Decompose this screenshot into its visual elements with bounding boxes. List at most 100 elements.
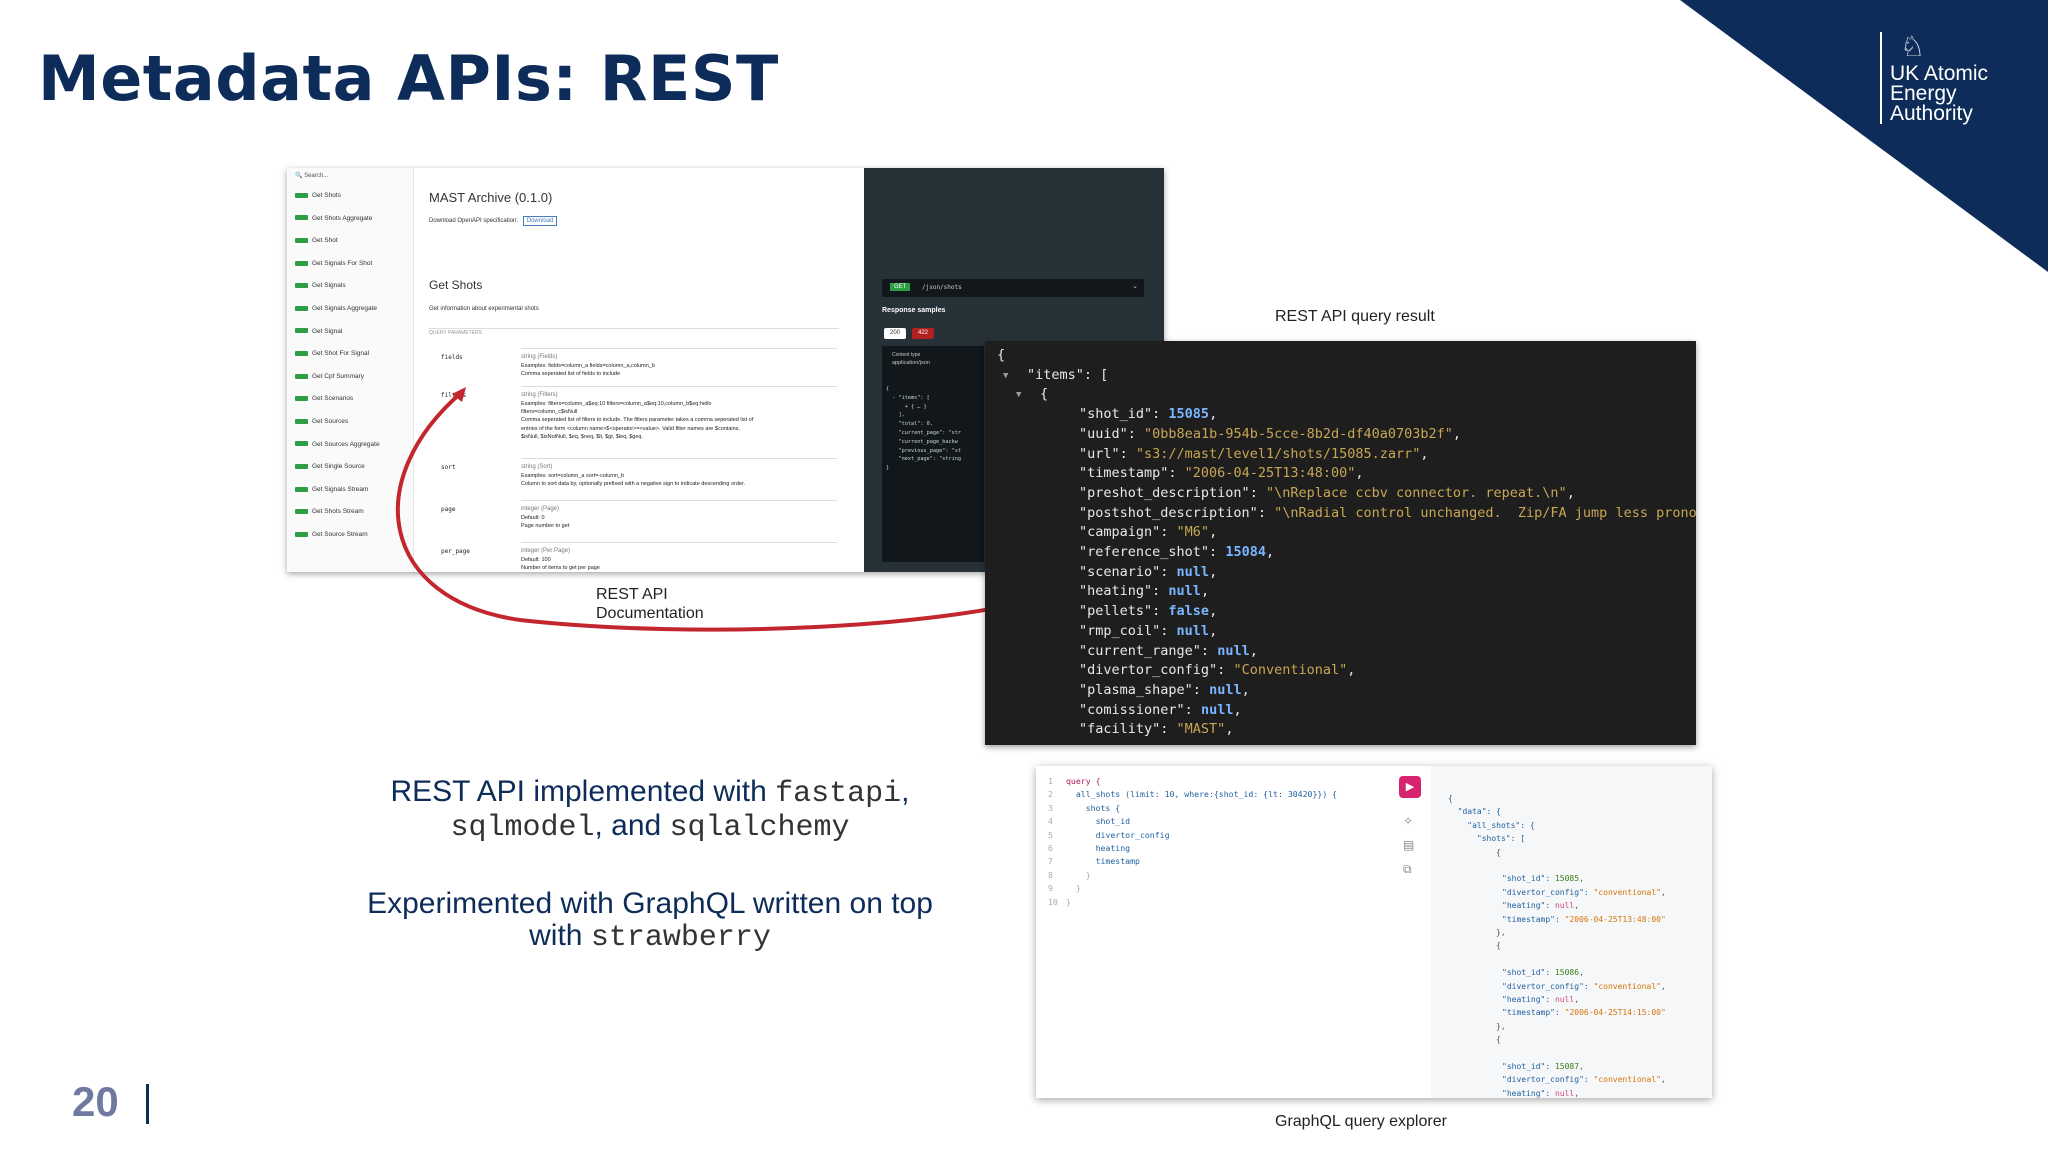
result-line: "heating": null,: [1502, 995, 1580, 1004]
param-desc: Number of items to get per page: [521, 565, 600, 572]
sidebar-item[interactable]: Get Source Stream: [295, 531, 368, 538]
docs-title: MAST Archive (0.1.0): [429, 190, 553, 205]
sidebar-item[interactable]: Get Shot: [295, 237, 338, 244]
param-desc: Column to sort data by, optionally prefi…: [521, 481, 746, 488]
sidebar-item[interactable]: Get Sources: [295, 418, 348, 425]
json-line: "url": "s3://mast/level1/shots/15085.zar…: [1079, 445, 1429, 462]
json-line: "uuid": "0bb8ea1b-954b-5cce-8b2d-df40a07…: [1079, 425, 1462, 442]
copy-icon[interactable]: ⧉: [1403, 862, 1412, 876]
sidebar-item-label: Get Signals For Shot: [312, 259, 373, 267]
sample-line: {: [886, 386, 890, 392]
get-badge: [295, 441, 308, 447]
json-key: "current_range": [1079, 642, 1201, 659]
json-key: "rmp_coil": [1079, 622, 1161, 639]
sidebar-item[interactable]: Get Shots Stream: [295, 508, 364, 515]
param-desc: Comma seperated list of fields to includ…: [521, 371, 621, 378]
page-number-divider: [146, 1084, 149, 1124]
sidebar-item[interactable]: Get Signals Stream: [295, 486, 368, 493]
sample-line: }: [886, 465, 890, 472]
docs-caption: REST API Documentation: [596, 586, 704, 622]
json-line: "scenario": null,: [1079, 563, 1218, 580]
sidebar-item[interactable]: Get Single Source: [295, 463, 365, 470]
json-key: "pellets": [1079, 603, 1153, 620]
sidebar-item[interactable]: Get Shots: [295, 192, 341, 199]
result-line: "timestamp": "2006-04-25T14:15:00": [1502, 1008, 1666, 1018]
endpoint-bar[interactable]: GET /json/shots ⌄: [882, 279, 1144, 297]
sidebar-item[interactable]: Get Signals: [295, 282, 346, 289]
sidebar-item[interactable]: Get Shots Aggregate: [295, 215, 372, 222]
get-badge: [295, 509, 308, 515]
sidebar-item[interactable]: Get Signals For Shot: [295, 260, 372, 267]
get-badge: [295, 531, 308, 537]
sample-line: "current_page_backw: [886, 438, 958, 445]
json-key: "uuid": [1079, 425, 1128, 442]
json-line: "postshot_description": "\nRadial contro…: [1079, 505, 1696, 521]
result-line: },: [1496, 928, 1506, 937]
json-key: "shot_id": [1079, 406, 1153, 423]
docs-search-input[interactable]: 🔍 Search...: [295, 173, 329, 179]
param-type: string (Fields): [521, 354, 558, 360]
query-line: timestamp: [1066, 856, 1140, 867]
json-key: "comissioner": [1079, 701, 1185, 718]
sidebar-item-label: Get Scenarios: [312, 395, 354, 403]
get-badge: [295, 283, 308, 289]
result-value: "2006-04-25T14:15:00": [1564, 1008, 1666, 1018]
logo-line-3: Authority: [1890, 102, 1973, 125]
result-line: "shot_id": 15085,: [1502, 874, 1584, 884]
param-name: per_page: [441, 548, 470, 555]
sidebar-item[interactable]: Get Shot For Signal: [295, 350, 369, 357]
sidebar-item[interactable]: Get Cpf Summary: [295, 373, 364, 380]
sidebar-item[interactable]: Get Scenarios: [295, 395, 353, 402]
sidebar-item-label: Get Signals Aggregate: [312, 305, 378, 312]
result-line: "data": {: [1448, 807, 1501, 817]
result-line: "timestamp": "2006-04-25T13:48:00": [1502, 914, 1666, 924]
run-query-button[interactable]: ▶: [1399, 776, 1421, 798]
query-line: query {: [1066, 776, 1101, 786]
json-value: "\nReplace ccbv connector. repeat.\n": [1265, 484, 1567, 501]
sidebar-item[interactable]: Get Signal: [295, 328, 342, 335]
json-value: "MAST": [1176, 721, 1226, 738]
sidebar-item-label: Get Shot: [312, 237, 338, 245]
sidebar-item-label: Get Shots: [312, 192, 341, 199]
json-line: {: [997, 347, 1006, 363]
endpoint-path: /json/shots: [922, 284, 962, 291]
result-value: 15085: [1554, 874, 1580, 884]
json-value: false: [1168, 603, 1210, 620]
sidebar-item-label: Get Shot For Signal: [312, 350, 370, 358]
download-button[interactable]: Download: [522, 216, 558, 226]
bullet-graphql: Experimented with GraphQL written on top…: [367, 887, 933, 955]
result-value: "conventional": [1593, 1075, 1661, 1085]
result-line: {: [1448, 794, 1453, 803]
line-number: 4: [1048, 816, 1053, 827]
json-value: null: [1176, 563, 1210, 580]
sidebar-item-label: Get Source Stream: [312, 531, 368, 538]
json-key: "preshot_description": [1079, 484, 1250, 501]
get-badge: [295, 260, 308, 266]
param-name: sort: [441, 464, 456, 471]
json-key: "plasma_shape": [1079, 681, 1193, 698]
response-tab-200[interactable]: 200: [884, 328, 906, 339]
collapse-caret-icon[interactable]: ▼: [1003, 370, 1009, 381]
json-line: "comissioner": null,: [1079, 701, 1242, 718]
json-value: "Conventional": [1233, 662, 1348, 679]
prettify-icon[interactable]: ✧: [1403, 814, 1414, 828]
merge-icon[interactable]: ▤: [1403, 838, 1415, 852]
collapse-caret-icon[interactable]: ▼: [1016, 390, 1022, 401]
get-badge: [295, 328, 308, 334]
param-desc: Examples: filters=column_a$eq:10 filters…: [521, 401, 712, 407]
sidebar-item[interactable]: Get Signals Aggregate: [295, 305, 377, 312]
result-value: 15086: [1554, 968, 1580, 978]
rest-caption: REST API query result: [1275, 308, 1435, 325]
json-line: "pellets": false,: [1079, 603, 1218, 620]
result-line: "divertor_config": "conventional",: [1502, 981, 1666, 991]
response-tab-422[interactable]: 422: [912, 328, 934, 339]
sidebar-item-label: Get Sources Aggregate: [312, 440, 380, 448]
sample-box: Content type application/json { - "items…: [882, 346, 984, 562]
json-key: "timestamp": [1079, 465, 1169, 482]
result-value: null: [1554, 1088, 1575, 1098]
sidebar-item[interactable]: Get Sources Aggregate: [295, 441, 380, 448]
json-line: {: [1040, 386, 1049, 403]
json-value: 15084: [1225, 544, 1266, 560]
